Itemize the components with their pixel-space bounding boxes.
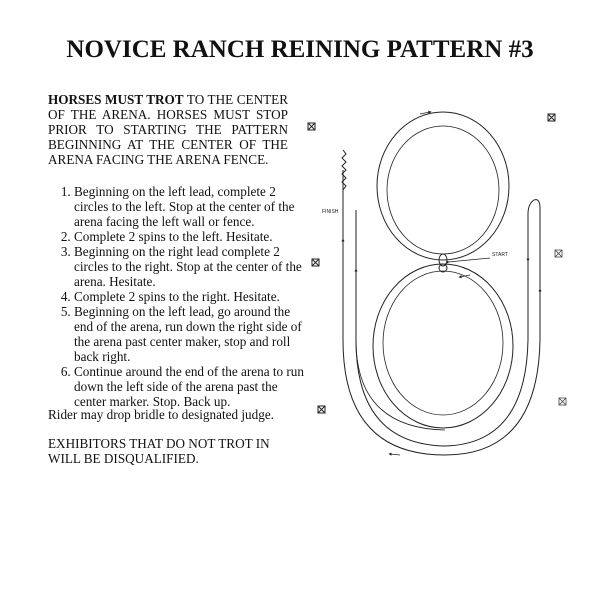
intro-bold: HORSES MUST TROT [48, 92, 184, 107]
arena-marker-icon [317, 405, 326, 414]
intro-paragraph: HORSES MUST TROT TO THE CENTER OF THE AR… [48, 92, 288, 167]
finish-label: FINISH [322, 209, 339, 215]
finish-squiggle [341, 149, 347, 191]
step-item: Beginning on the left lead, go around th… [74, 304, 312, 364]
bottom-circles [372, 263, 514, 429]
step-item: Complete 2 spins to the left. Hesitate. [74, 229, 312, 244]
arena-marker-icon [311, 258, 320, 267]
run-around-path [342, 170, 541, 456]
center-marker [438, 253, 448, 273]
arena-marker-icon [558, 397, 567, 406]
step-item: Complete 2 spins to the right. Hesitate. [74, 289, 312, 304]
start-label: START [492, 252, 508, 258]
step-item: Beginning on the right lead complete 2 c… [74, 244, 312, 289]
pattern-diagram: FINISH START [307, 110, 567, 456]
arena-marker-icon [307, 122, 316, 131]
start-line [446, 257, 491, 264]
arena-marker-icon [554, 249, 563, 258]
page-title: NOVICE RANCH REINING PATTERN #3 [66, 36, 534, 63]
bridle-note: Rider may drop bridle to designated judg… [48, 407, 274, 422]
intro-text: TO THE CENTER OF THE ARENA. HORSES MUST … [48, 92, 288, 167]
direction-arrows [341, 110, 542, 456]
step-item: Continue around the end of the arena to … [74, 364, 312, 409]
top-circles [376, 111, 510, 261]
disqualify-warning: EXHIBITORS THAT DO NOT TROT IN WILL BE D… [48, 436, 270, 466]
pattern-steps: Beginning on the left lead, complete 2 c… [48, 184, 312, 409]
step-item: Beginning on the left lead, complete 2 c… [74, 184, 312, 229]
arena-marker-icon [547, 113, 556, 122]
